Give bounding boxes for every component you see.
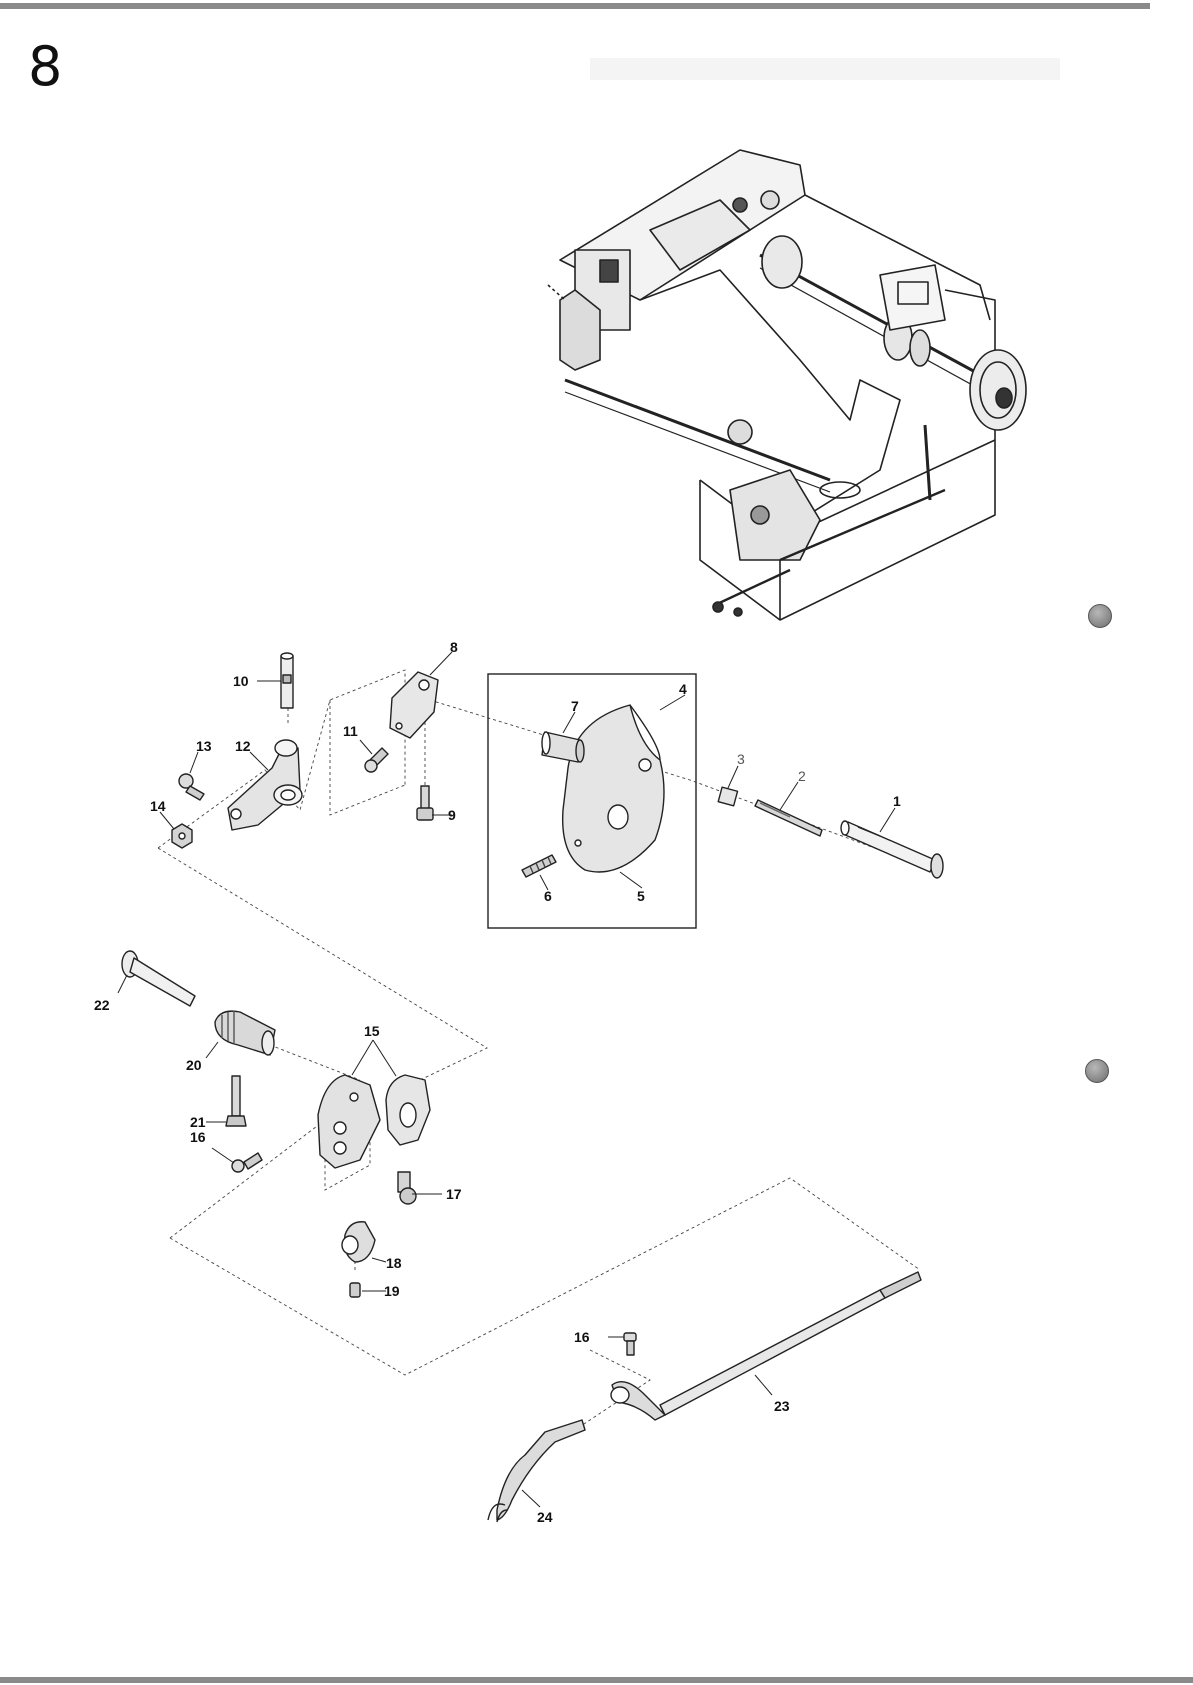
part-10-pin bbox=[281, 653, 293, 708]
part-24-hook bbox=[488, 1420, 585, 1522]
callout-20: 20 bbox=[186, 1057, 202, 1073]
callout-19: 19 bbox=[384, 1283, 400, 1299]
part-22-pin bbox=[122, 951, 195, 1006]
callout-15: 15 bbox=[364, 1023, 380, 1039]
callout-12: 12 bbox=[235, 738, 251, 754]
part-8-clamp bbox=[390, 672, 438, 738]
callout-23: 23 bbox=[774, 1398, 790, 1414]
part-7-bushing bbox=[542, 732, 584, 762]
callout-22: 22 bbox=[94, 997, 110, 1013]
part-11-screw bbox=[365, 748, 388, 772]
callout-2: 2 bbox=[798, 768, 806, 784]
callout-21: 21 bbox=[190, 1114, 206, 1130]
callout-6: 6 bbox=[544, 888, 552, 904]
part-3-collar bbox=[718, 787, 737, 806]
part-2-shaft bbox=[755, 800, 822, 836]
part-18-collar bbox=[342, 1222, 375, 1262]
part-9-screw bbox=[417, 786, 433, 820]
part-1-shaft-sleeve bbox=[841, 821, 943, 878]
callout-14: 14 bbox=[150, 798, 166, 814]
machine-overview-illustration bbox=[548, 150, 1026, 620]
callout-13: 13 bbox=[196, 738, 212, 754]
callout-4: 4 bbox=[679, 681, 687, 697]
callout-17: 17 bbox=[446, 1186, 462, 1202]
part-15-bracket-pair bbox=[318, 1075, 430, 1168]
callout-11: 11 bbox=[343, 723, 358, 739]
part-19-set-screw bbox=[350, 1283, 360, 1297]
callout-16-upper: 16 bbox=[190, 1129, 206, 1145]
part-20-knurled-bushing bbox=[215, 1011, 275, 1055]
callout-1: 1 bbox=[893, 793, 901, 809]
part-17-screw bbox=[398, 1172, 416, 1204]
callout-18: 18 bbox=[386, 1255, 402, 1271]
callout-24: 24 bbox=[537, 1509, 553, 1525]
callout-labels: 1 2 3 4 5 6 7 8 9 10 11 12 13 14 15 16 1… bbox=[94, 639, 901, 1525]
part-23-rod bbox=[611, 1272, 921, 1420]
part-13-screw bbox=[179, 774, 204, 800]
callout-5: 5 bbox=[637, 888, 645, 904]
parts-drawings bbox=[122, 653, 943, 1522]
part-16a-screw bbox=[232, 1153, 262, 1172]
part-21-bolt bbox=[226, 1076, 246, 1126]
part-14-nut bbox=[172, 824, 192, 848]
callout-3: 3 bbox=[737, 751, 745, 767]
callout-10: 10 bbox=[233, 673, 249, 689]
callout-7: 7 bbox=[571, 698, 579, 714]
part-16b-screw bbox=[624, 1333, 636, 1355]
callout-16-lower: 16 bbox=[574, 1329, 590, 1345]
part-6-set-screw bbox=[522, 855, 556, 877]
callout-9: 9 bbox=[448, 807, 456, 823]
part-5-cam bbox=[563, 705, 664, 872]
callout-8: 8 bbox=[450, 639, 458, 655]
